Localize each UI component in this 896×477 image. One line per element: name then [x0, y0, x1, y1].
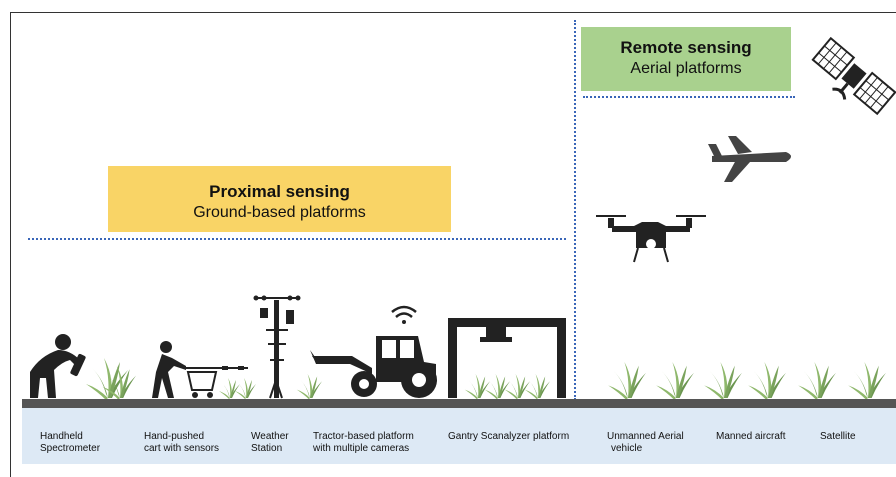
- remote-sensing-box: Remote sensing Aerial platforms: [581, 27, 791, 91]
- plant-icon: [504, 374, 530, 400]
- label-handheld-line2: Spectrometer: [40, 443, 101, 454]
- plant-icon: [524, 374, 550, 400]
- plant-icon: [748, 362, 786, 400]
- label-manned: Manned aircraft: [716, 431, 785, 443]
- label-tractor: Tractor-based platform with multiple cam…: [313, 431, 414, 455]
- label-bar: [22, 408, 896, 464]
- proximal-subtitle: Ground-based platforms: [193, 204, 366, 221]
- plant-icon: [848, 362, 886, 400]
- label-gantry-line1: Gantry Scanalyzer platform: [448, 431, 570, 442]
- plant-icon: [484, 374, 510, 400]
- drone-icon: [596, 215, 706, 263]
- plant-icon: [464, 374, 490, 400]
- ground-strip: [22, 399, 896, 408]
- proximal-divider-line: [28, 238, 566, 240]
- label-cart: Hand-pushed cart with sensors: [144, 431, 219, 455]
- person-spectrometer-icon: [30, 334, 86, 398]
- tractor-icon: [310, 336, 437, 398]
- remote-subtitle: Aerial platforms: [630, 60, 742, 77]
- proximal-title: Proximal sensing: [209, 182, 350, 201]
- label-handheld-line1: Handheld: [40, 431, 83, 442]
- figure-frame: [10, 12, 896, 477]
- remote-title: Remote sensing: [620, 38, 752, 57]
- label-gantry: Gantry Scanalyzer platform: [448, 431, 569, 443]
- weather-station-icon: [253, 295, 301, 399]
- label-cart-line2: cart with sensors: [144, 443, 220, 454]
- remote-divider-line: [583, 96, 795, 98]
- cart-push-icon: [152, 341, 248, 398]
- label-satellite: Satellite: [820, 431, 856, 443]
- label-tractor-line1: Tractor-based platform: [313, 431, 414, 442]
- label-uav-line1: Unmanned Aerial: [607, 431, 684, 442]
- plant-icon: [798, 362, 836, 400]
- label-manned-line1: Manned aircraft: [716, 431, 786, 442]
- label-weather: Weather Station: [251, 431, 289, 455]
- plant-icon: [296, 374, 322, 400]
- label-handheld: Handheld Spectrometer: [40, 431, 100, 455]
- plant-icon: [219, 378, 240, 399]
- plant-icon: [656, 362, 694, 400]
- label-uav: Unmanned Aerial vehicle: [607, 431, 684, 455]
- gantry-icon: [448, 318, 566, 398]
- plant-icon: [704, 362, 742, 400]
- section-divider: [574, 20, 576, 400]
- plant-icon: [608, 362, 646, 400]
- airplane-icon: [708, 136, 791, 182]
- label-cart-line1: Hand-pushed: [144, 431, 205, 442]
- label-weather-line2: Station: [251, 443, 283, 454]
- label-tractor-line2: with multiple cameras: [313, 443, 410, 454]
- label-satellite-line1: Satellite: [820, 431, 856, 442]
- label-weather-line1: Weather: [251, 431, 289, 442]
- plant-icon: [235, 378, 256, 399]
- satellite-icon: [811, 36, 896, 116]
- wifi-icon: [391, 305, 417, 324]
- label-uav-line2: vehicle: [611, 443, 643, 454]
- proximal-sensing-box: Proximal sensing Ground-based platforms: [108, 166, 451, 232]
